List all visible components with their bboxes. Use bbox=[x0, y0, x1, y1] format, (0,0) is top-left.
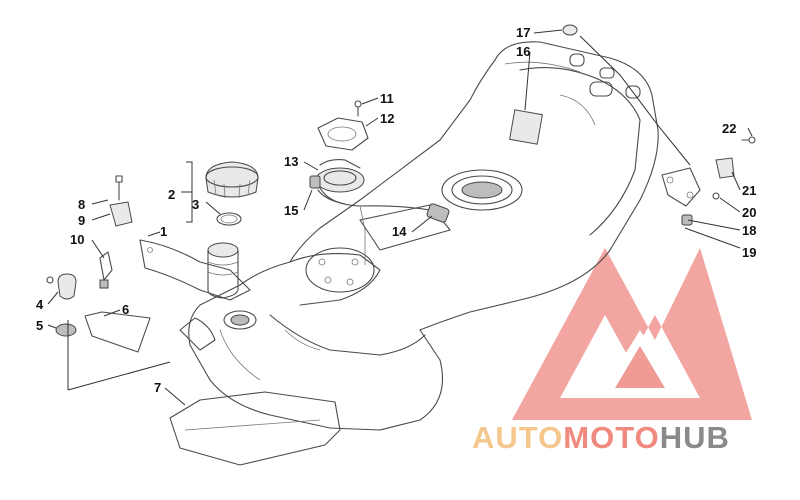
watermark-auto: AUTO bbox=[472, 420, 563, 455]
clamp-21 bbox=[715, 157, 735, 179]
cap-gasket bbox=[216, 212, 242, 226]
callout-21: 21 bbox=[742, 183, 756, 198]
callout-18: 18 bbox=[742, 223, 756, 238]
callout-4: 4 bbox=[36, 297, 44, 312]
callout-20: 20 bbox=[742, 205, 756, 220]
callout-3: 3 bbox=[192, 197, 199, 212]
damper-4 bbox=[46, 273, 77, 300]
callout-7: 7 bbox=[154, 380, 161, 395]
clip-10 bbox=[99, 251, 113, 289]
callout-2: 2 bbox=[168, 187, 175, 202]
watermark-moto: MOTO bbox=[563, 420, 659, 455]
bracket-9 bbox=[109, 201, 133, 227]
callout-16: 16 bbox=[516, 44, 530, 59]
screw-11 bbox=[354, 100, 362, 117]
screw-8 bbox=[115, 175, 123, 201]
fuel-cap bbox=[205, 161, 259, 199]
callout-17: 17 bbox=[516, 25, 530, 40]
callout-5: 5 bbox=[36, 318, 43, 333]
bracket-18-19 bbox=[661, 167, 701, 226]
fuel-tank bbox=[139, 41, 659, 431]
heat-shield bbox=[169, 391, 341, 466]
callout-11: 11 bbox=[380, 91, 394, 106]
callout-15: 15 bbox=[284, 203, 298, 218]
callout-19: 19 bbox=[742, 245, 756, 260]
fuel-sender bbox=[359, 203, 450, 265]
watermark-hub: HUB bbox=[660, 420, 730, 455]
cap-17 bbox=[562, 24, 578, 36]
callout-10: 10 bbox=[70, 232, 84, 247]
callout-14: 14 bbox=[392, 224, 407, 239]
watermark-logo bbox=[512, 248, 752, 420]
bolt-20-22 bbox=[712, 136, 756, 200]
fuel-pump bbox=[309, 159, 431, 211]
watermark-text: AUTOMOTOHUB bbox=[472, 420, 730, 455]
callout-8: 8 bbox=[78, 197, 85, 212]
pump-lock-ring bbox=[317, 117, 369, 151]
callout-13: 13 bbox=[284, 154, 298, 169]
callout-9: 9 bbox=[78, 213, 85, 228]
rubber-pad bbox=[84, 311, 151, 353]
grommet-5 bbox=[55, 323, 77, 337]
callouts: 1 2 3 4 5 6 7 8 9 10 11 12 13 14 15 16 1… bbox=[36, 25, 756, 395]
callout-6: 6 bbox=[122, 302, 129, 317]
callout-12: 12 bbox=[380, 111, 394, 126]
leader-lines bbox=[47, 29, 753, 406]
svg-text:AUTOMOTOHUB: AUTOMOTOHUB bbox=[472, 420, 730, 455]
callout-22: 22 bbox=[722, 121, 736, 136]
callout-1: 1 bbox=[160, 224, 167, 239]
